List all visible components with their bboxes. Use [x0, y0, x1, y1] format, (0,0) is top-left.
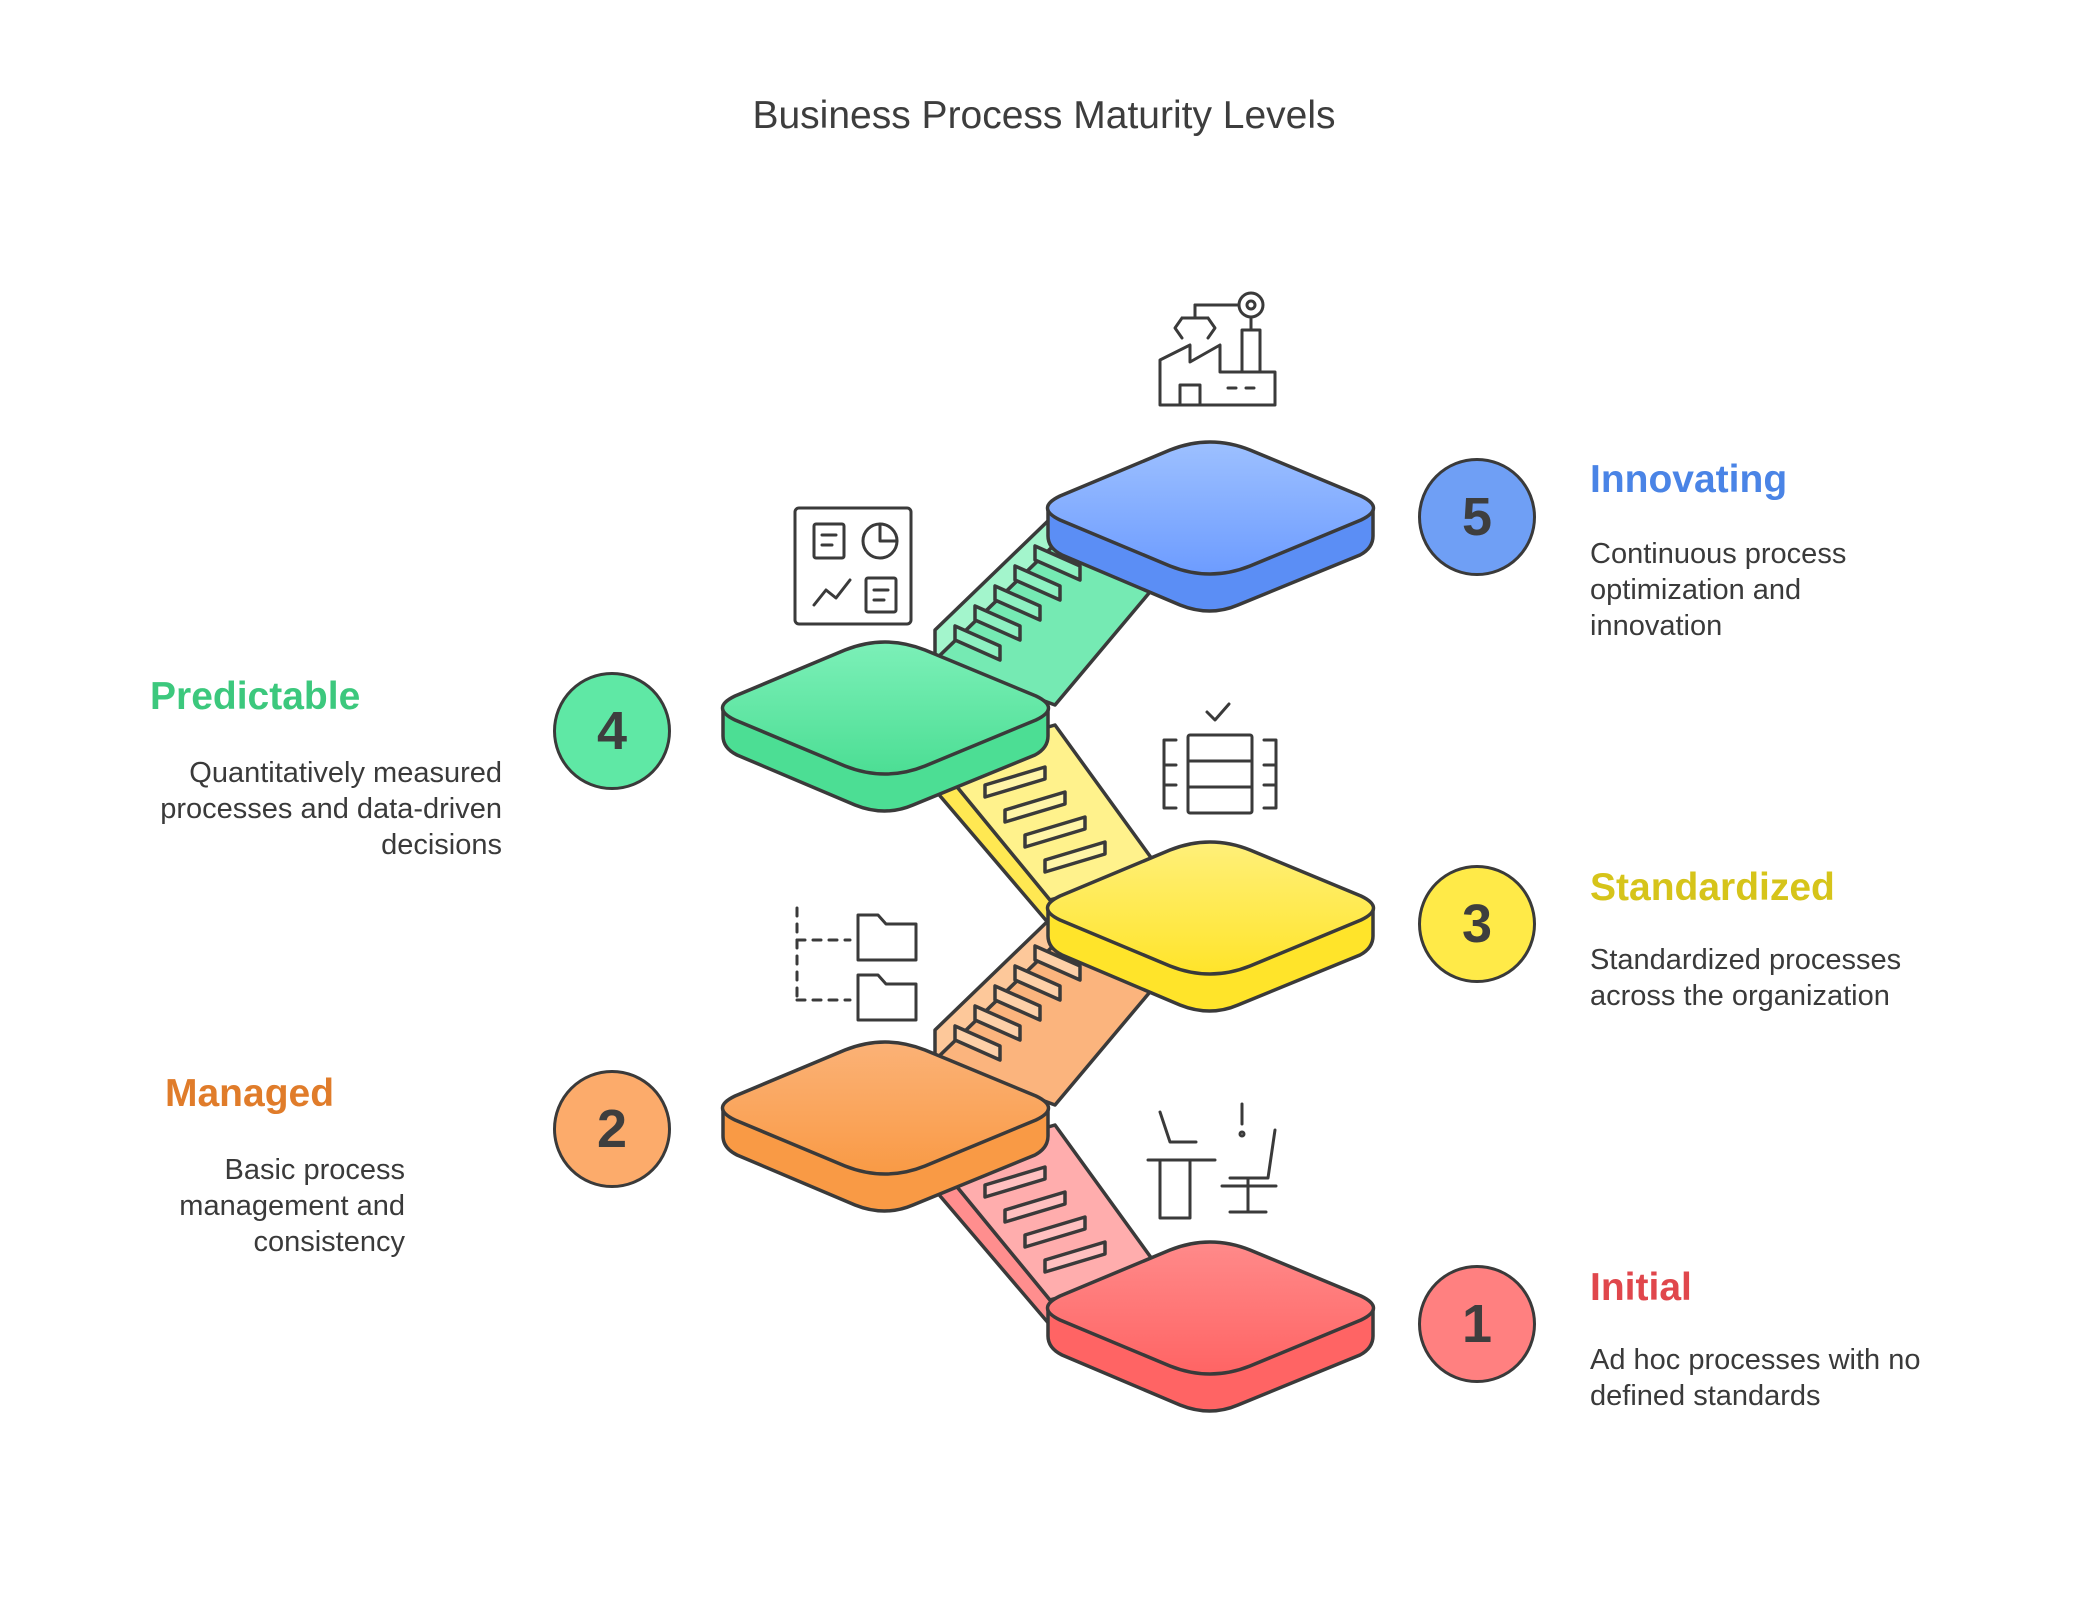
dashboard-icon: [793, 506, 913, 626]
level-1-description: Ad hoc processes with no defined standar…: [1590, 1344, 1921, 1412]
level-5-description: Continuous process optimization and inno…: [1590, 538, 1847, 642]
platform-3: [1045, 840, 1376, 1013]
office-desk-chair-icon: [1146, 1102, 1278, 1220]
folder-tree-icon: [795, 906, 852, 1002]
level-2-badge: 2: [553, 1070, 671, 1188]
level-5-badge: 5: [1418, 458, 1536, 576]
level-4-badge: 4: [553, 672, 671, 790]
level-2-description: Basic process management and consistency: [179, 1154, 405, 1258]
level-4-description: Quantitatively measured processes and da…: [160, 757, 502, 861]
platform-2: [720, 1040, 1051, 1213]
platform-1: [1045, 1240, 1376, 1413]
level-5-title: Innovating: [1590, 458, 1788, 501]
platform-5: [1045, 440, 1376, 613]
checked-bookshelf-icon: [1162, 702, 1278, 815]
level-1-badge: 1: [1418, 1265, 1536, 1383]
level-2-title: Managed: [165, 1072, 335, 1115]
level-4-title: Predictable: [150, 675, 361, 718]
platform-4: [720, 640, 1051, 813]
level-1-title: Initial: [1590, 1266, 1692, 1309]
level-3-title: Standardized: [1590, 866, 1835, 909]
level-3-description: Standardized processes across the organi…: [1590, 944, 1902, 1012]
robotic-factory-icon: [1158, 291, 1277, 407]
diagram-title: Business Process Maturity Levels: [752, 94, 1336, 137]
level-3-badge: 3: [1418, 865, 1536, 983]
